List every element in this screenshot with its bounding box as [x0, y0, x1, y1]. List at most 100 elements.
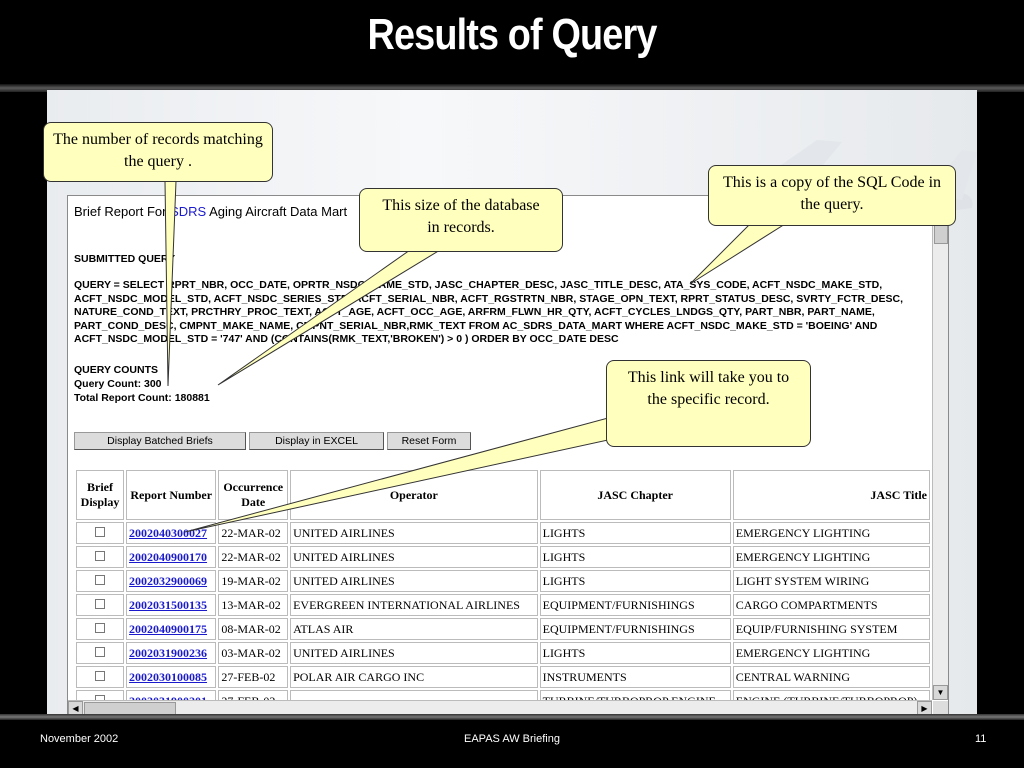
operator-cell [290, 690, 538, 700]
report-number-cell: 2002031900236 [126, 642, 217, 664]
jasc-chapter-cell: LIGHTS [539, 642, 731, 664]
bottom-divider [0, 714, 1024, 720]
callout-record-link: This link will take you to the specific … [606, 360, 811, 447]
occurrence-date-cell: 03-MAR-02 [218, 642, 289, 664]
report-number-cell: 2002031900201 [126, 690, 217, 701]
size-callout-tail [217, 249, 442, 386]
brief-display-cell [76, 642, 125, 664]
report-title-sdrs: SDRS [170, 204, 207, 219]
jasc-chapter-cell: LIGHTS [539, 546, 731, 568]
brief-display-cell [76, 546, 125, 568]
jasc-title-cell: EMERGENCY LIGHTING [732, 522, 930, 544]
report-number-cell: 2002032900069 [126, 570, 217, 592]
jasc-chapter-cell: EQUIPMENT/FURNISHINGS [539, 618, 731, 640]
jasc-title-cell: CENTRAL WARNING [732, 666, 930, 688]
occurrence-date-cell: 22-MAR-02 [218, 522, 289, 544]
col-report-number: Report Number [126, 470, 217, 520]
report-number-link[interactable]: 2002040900170 [129, 549, 208, 564]
report-number-cell: 2002040300027 [126, 522, 217, 544]
top-divider [0, 84, 1024, 92]
report-number-link[interactable]: 2002040300027 [129, 525, 208, 540]
occurrence-date-cell: 13-MAR-02 [218, 594, 289, 616]
brief-display-cell [76, 618, 125, 640]
jasc-chapter-cell: EQUIPMENT/FURNISHINGS [539, 594, 731, 616]
report-number-cell: 2002040900170 [126, 546, 217, 568]
jasc-chapter-cell: LIGHTS [539, 522, 731, 544]
report-number-link[interactable]: 2002040900175 [129, 621, 208, 636]
jasc-title-cell: EMERGENCY LIGHTING [732, 546, 930, 568]
report-title: Brief Report For SDRS Aging Aircraft Dat… [74, 204, 347, 219]
occurrence-date-cell: 19-MAR-02 [218, 570, 289, 592]
callout-sql-copy: This is a copy of the SQL Code in the qu… [708, 165, 956, 226]
report-title-prefix: Brief Report For [74, 204, 171, 219]
footer-title: EAPAS AW Briefing [464, 733, 560, 745]
brief-display-checkbox[interactable] [95, 526, 106, 537]
query-count: Query Count: 300 [74, 378, 162, 390]
reset-form-button[interactable]: Reset Form [387, 432, 471, 450]
brief-display-checkbox[interactable] [95, 550, 106, 561]
brief-display-checkbox[interactable] [95, 646, 106, 657]
report-title-suffix: Aging Aircraft Data Mart [206, 204, 348, 219]
report-number-link[interactable]: 2002030100085 [129, 669, 208, 684]
link-callout-tail [184, 417, 609, 533]
operator-cell: UNITED AIRLINES [290, 570, 538, 592]
operator-cell: UNITED AIRLINES [290, 522, 538, 544]
col-occurrence-date: Occurrence Date [218, 470, 289, 520]
brief-display-checkbox[interactable] [95, 622, 106, 633]
query-counts-heading: QUERY COUNTS [74, 364, 159, 376]
scroll-left-icon[interactable]: ◀ [68, 701, 83, 716]
table-header-row: Brief Display Report Number Occurrence D… [76, 470, 930, 520]
brief-display-checkbox[interactable] [95, 670, 106, 681]
report-number-link[interactable]: 2002032900069 [129, 573, 208, 588]
col-jasc-title: JASC Title [732, 470, 930, 520]
scroll-down-icon[interactable]: ▼ [933, 685, 948, 700]
report-number-link[interactable]: 2002031900236 [129, 645, 208, 660]
brief-display-cell [76, 666, 125, 688]
col-jasc-chapter: JASC Chapter [539, 470, 731, 520]
report-number-link[interactable]: 2002031900201 [129, 694, 207, 701]
occurrence-date-cell: 27-FEB-02 [218, 666, 289, 688]
browser-window: Brief Report For SDRS Aging Aircraft Dat… [67, 195, 949, 717]
brief-display-cell [76, 690, 125, 700]
slide-title: Results of Query [367, 10, 657, 59]
col-brief-display: Brief Display [76, 470, 125, 520]
submitted-query-heading: SUBMITTED QUERY [74, 253, 176, 265]
report-number-cell: 2002030100085 [126, 666, 217, 688]
brief-display-checkbox[interactable] [95, 574, 106, 585]
vertical-scrollbar[interactable]: ▲ ▼ [932, 196, 948, 700]
brief-display-cell [76, 522, 125, 544]
brief-display-checkbox[interactable] [95, 598, 106, 609]
operator-cell: UNITED AIRLINES [290, 546, 538, 568]
operator-cell: ATLAS AIR [290, 618, 538, 640]
display-in-excel-button[interactable]: Display in EXCEL [249, 432, 384, 450]
report-content: Brief Report For SDRS Aging Aircraft Dat… [68, 196, 932, 700]
records-callout-tail [164, 180, 177, 387]
jasc-title-cell: EMERGENCY LIGHTING [732, 642, 930, 664]
scrollbar-corner [933, 701, 948, 716]
brief-display-cell [76, 594, 125, 616]
operator-cell: UNITED AIRLINES [290, 642, 538, 664]
table-row: 2002031900201 27-FEB-02 TURBINE/TURBOPROP … [76, 690, 930, 700]
footer-page-number: 11 [975, 733, 987, 745]
footer-date: November 2002 [40, 733, 119, 745]
report-number-cell: 2002031500135 [126, 594, 217, 616]
report-number-link[interactable]: 2002031500135 [129, 597, 208, 612]
callout-database-size: This size of the database in records. [359, 188, 563, 252]
occurrence-date-cell: 27-FEB-02 [218, 690, 289, 700]
occurrence-date-cell: 22-MAR-02 [218, 546, 289, 568]
jasc-chapter-cell: INSTRUMENTS [539, 666, 731, 688]
results-table: Brief Display Report Number Occurrence D… [74, 468, 932, 700]
jasc-title-cell: LIGHT SYSTEM WIRING [732, 570, 930, 592]
display-batched-briefs-button[interactable]: Display Batched Briefs [74, 432, 246, 450]
jasc-title-cell: ENGINE (TURBINE/TURBOPROP) [732, 690, 930, 700]
jasc-chapter-cell: TURBINE/TURBOPROP ENGINE [539, 690, 731, 700]
brief-display-checkbox[interactable] [95, 694, 106, 700]
